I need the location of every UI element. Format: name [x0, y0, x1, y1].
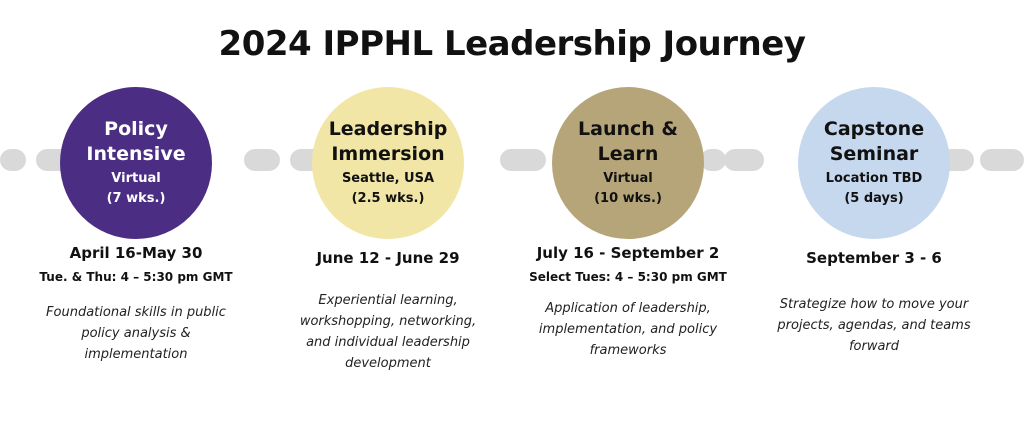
stage-circle: Capstone Seminar Location TBD (5 days) — [798, 87, 950, 239]
stage-location: Location TBD — [825, 171, 923, 186]
stage-dates: June 12 - June 29 — [316, 249, 460, 267]
stage-location: Virtual — [603, 171, 653, 186]
stage-schedule: Select Tues: 4 – 5:30 pm GMT — [529, 270, 727, 284]
track-dash — [500, 149, 546, 171]
stage-dates: July 16 - September 2 — [536, 244, 720, 262]
track-dash — [244, 149, 280, 171]
stage-duration: (7 wks.) — [106, 191, 166, 206]
track-dash — [724, 149, 764, 171]
stage-duration: (10 wks.) — [594, 191, 662, 206]
stage-schedule: Tue. & Thu: 4 – 5:30 pm GMT — [39, 270, 233, 284]
track-dash — [700, 149, 726, 171]
stage-leadership-immersion: Leadership Immersion Seattle, USA (2.5 w… — [268, 0, 508, 427]
stage-circle: Policy Intensive Virtual (7 wks.) — [60, 87, 212, 239]
stage-dates: April 16-May 30 — [69, 244, 203, 262]
stage-duration: (2.5 wks.) — [351, 191, 425, 206]
stage-circle: Leadership Immersion Seattle, USA (2.5 w… — [312, 87, 464, 239]
page-title: 2024 IPPHL Leadership Journey — [218, 24, 806, 64]
stage-location: Virtual — [111, 171, 161, 186]
stage-launch-and-learn: Launch & Learn Virtual (10 wks.) July 16… — [508, 0, 748, 427]
stage-capstone-seminar: Capstone Seminar Location TBD (5 days) S… — [754, 0, 994, 427]
track-dash — [980, 149, 1024, 171]
stage-policy-intensive: Policy Intensive Virtual (7 wks.) April … — [16, 0, 256, 427]
stage-description: Foundational skills in public policy ana… — [46, 305, 226, 362]
stage-name: Launch & Learn — [578, 118, 678, 165]
stage-duration: (5 days) — [844, 191, 904, 206]
track-dash — [0, 149, 26, 171]
stage-location: Seattle, USA — [341, 171, 435, 186]
stage-description: Strategize how to move your projects, ag… — [777, 297, 971, 354]
stage-name: Policy Intensive — [86, 118, 186, 165]
stage-circle: Launch & Learn Virtual (10 wks.) — [552, 87, 704, 239]
stage-name: Capstone Seminar — [823, 118, 925, 165]
stage-description: Application of leadership, implementatio… — [538, 301, 718, 358]
stage-description: Experiential learning, workshopping, net… — [299, 293, 477, 371]
stage-dates: September 3 - 6 — [806, 249, 942, 267]
stage-name: Leadership Immersion — [328, 118, 448, 165]
